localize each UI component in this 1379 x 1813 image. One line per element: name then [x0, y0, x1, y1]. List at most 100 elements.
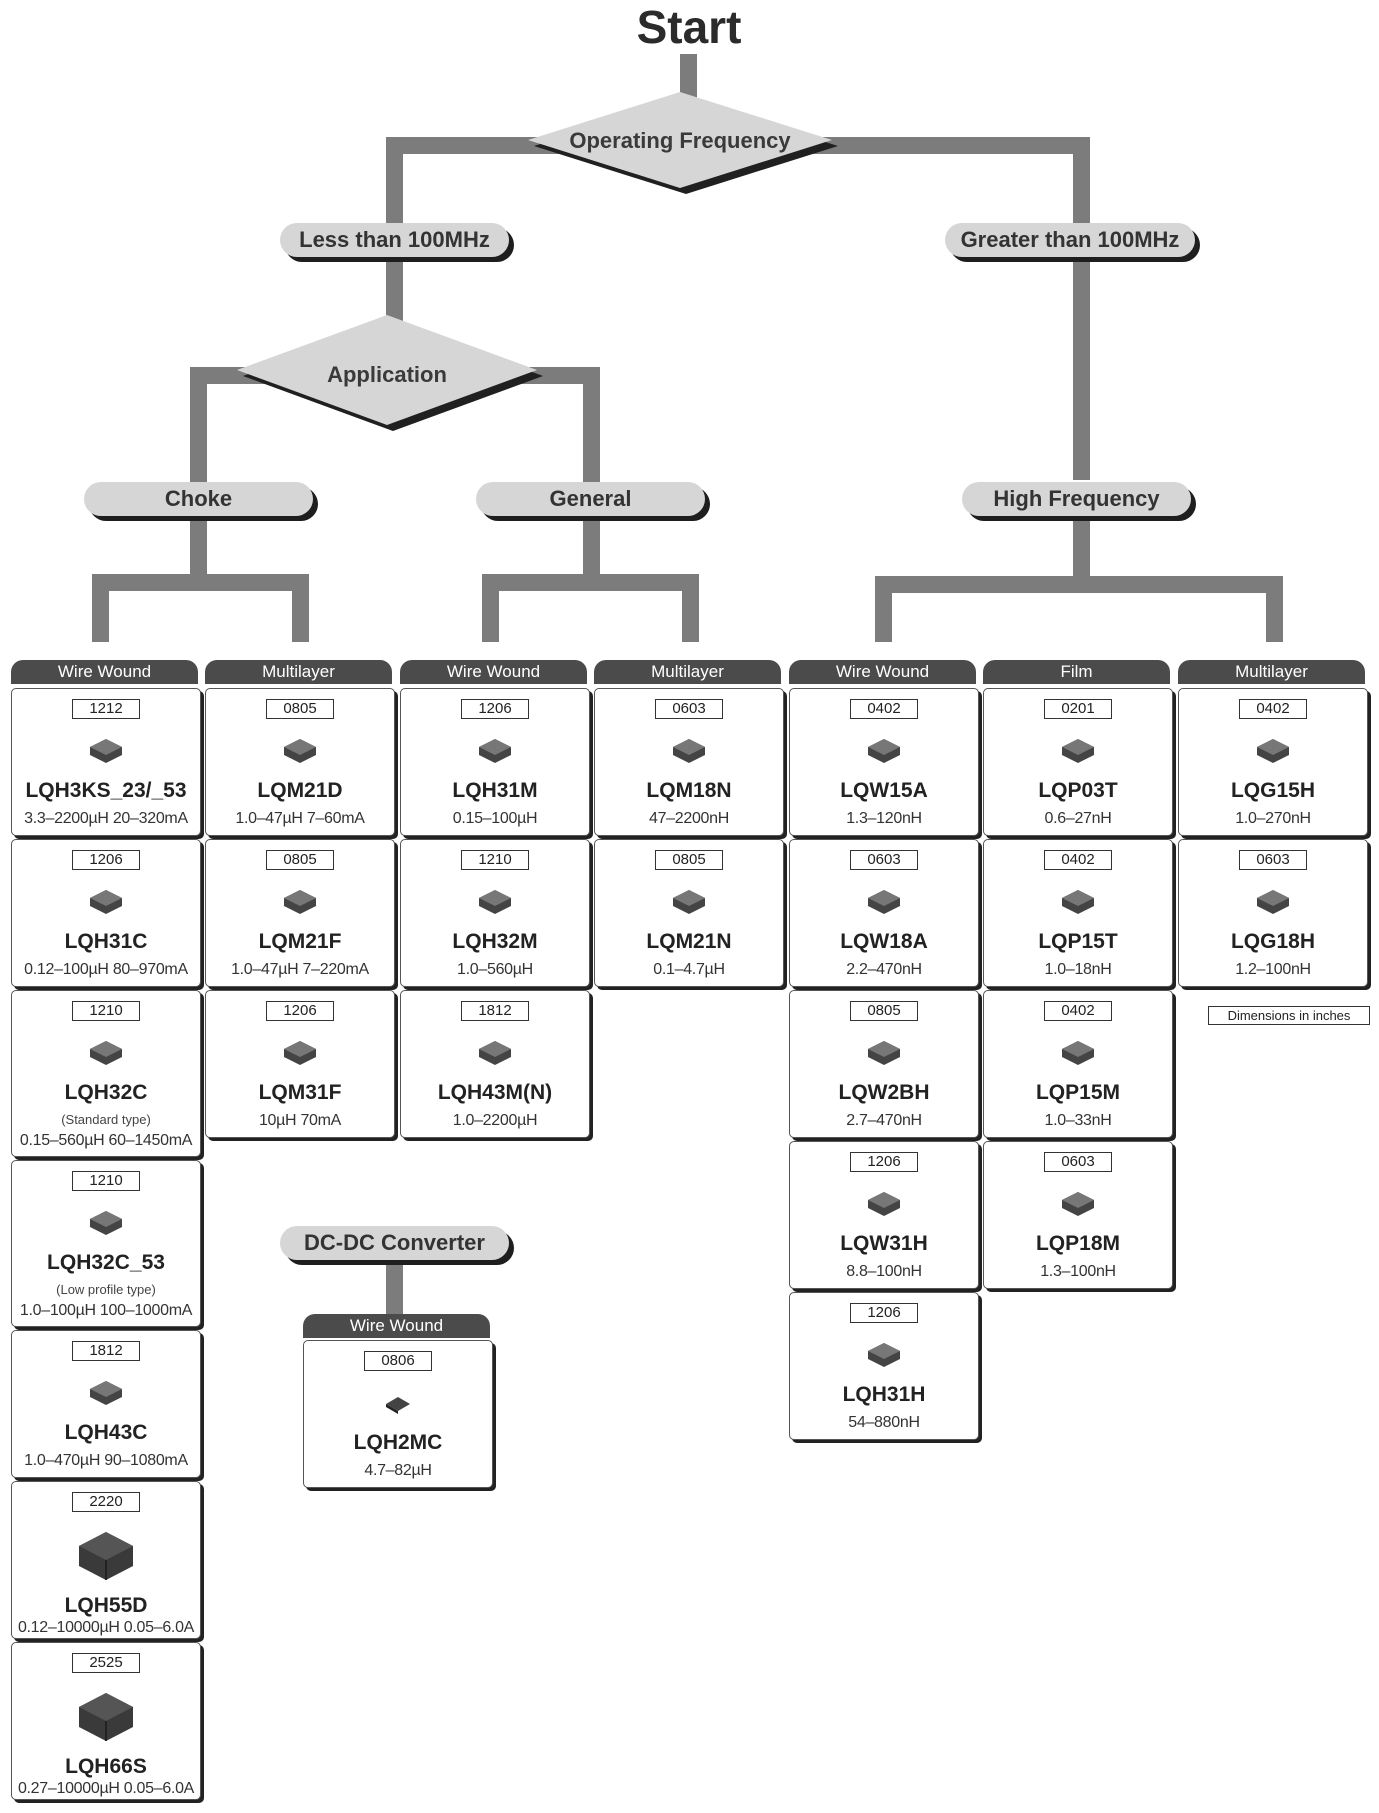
product-name: LQW18A	[840, 930, 928, 953]
size-code: 0603	[1044, 1152, 1112, 1172]
component-image	[868, 1343, 900, 1367]
product-spec: 1.0–270nH	[1235, 810, 1311, 827]
product-name: LQH32M	[452, 930, 538, 953]
product-spec: 2.7–470nH	[846, 1112, 922, 1129]
component-image	[79, 1693, 133, 1741]
category-header: Multilayer	[594, 660, 781, 684]
component-image	[1062, 1041, 1094, 1065]
size-code: 2220	[72, 1492, 140, 1512]
product-spec: 0.15–560µH 60–1450mA	[19, 1132, 193, 1149]
product-spec: 1.2–100nH	[1235, 961, 1311, 978]
component-image	[90, 1381, 122, 1405]
component-image	[386, 1397, 410, 1414]
product-name: LQH31H	[842, 1383, 926, 1406]
size-code: 1206	[461, 699, 529, 719]
product-spec: 0.1–4.7µH	[653, 961, 725, 978]
product-spec: 54–880nH	[848, 1414, 920, 1431]
component-image	[284, 739, 316, 763]
size-code: 0805	[850, 1001, 918, 1021]
start-title: Start	[636, 1, 742, 53]
size-code: 0201	[1044, 699, 1112, 719]
product-name: LQH66S	[65, 1755, 147, 1778]
size-code: 1812	[72, 1341, 140, 1361]
size-code: 0603	[850, 850, 918, 870]
branch-general: General	[476, 482, 705, 516]
product-name: LQH43M(N)	[437, 1081, 553, 1104]
size-code: 1206	[72, 850, 140, 870]
branch-high-frequency: High Frequency	[962, 482, 1191, 516]
product-spec: 1.3–120nH	[846, 810, 922, 827]
branch-dcdc-converter: DC-DC Converter	[280, 1226, 509, 1260]
product-spec: 1.0–47µH 7–60mA	[235, 810, 365, 827]
product-spec: 4.7–82µH	[364, 1462, 432, 1479]
product-name: LQH55D	[64, 1594, 148, 1617]
component-image	[868, 890, 900, 914]
component-image	[479, 739, 511, 763]
size-code: 0805	[655, 850, 723, 870]
category-header: Wire Wound	[400, 660, 587, 684]
size-code: 0806	[364, 1351, 432, 1371]
component-image	[90, 1041, 122, 1065]
size-code: 0805	[266, 850, 334, 870]
product-name: LQP18M	[1035, 1232, 1121, 1255]
product-name: LQH32C	[64, 1081, 148, 1104]
component-image	[90, 1211, 122, 1235]
dcdc-category-header: Wire Wound	[303, 1314, 490, 1338]
size-code: 1212	[72, 699, 140, 719]
product-name: LQM21F	[258, 930, 342, 953]
size-code: 0402	[850, 699, 918, 719]
product-spec: 1.3–100nH	[1040, 1263, 1116, 1280]
component-image	[868, 1041, 900, 1065]
size-code: 1210	[72, 1001, 140, 1021]
product-spec: 1.0–2200µH	[452, 1112, 538, 1129]
size-code: 1206	[850, 1303, 918, 1323]
product-card-lqh2mc[interactable]: 0806 LQH2MC 4.7–82µH	[303, 1340, 493, 1488]
product-spec: 8.8–100nH	[846, 1263, 922, 1280]
product-spec: 1.0–470µH 90–1080mA	[24, 1452, 188, 1469]
component-image	[1062, 1192, 1094, 1216]
product-spec: 1.0–100µH 100–1000mA	[19, 1302, 193, 1319]
component-image	[868, 739, 900, 763]
product-name: LQG15H	[1230, 779, 1316, 802]
category-header: Wire Wound	[11, 660, 198, 684]
size-code: 0805	[266, 699, 334, 719]
size-code: 1812	[461, 1001, 529, 1021]
category-header: Wire Wound	[789, 660, 976, 684]
product-spec: 2.2–470nH	[846, 961, 922, 978]
category-header: Multilayer	[1178, 660, 1365, 684]
size-code: 0402	[1239, 699, 1307, 719]
product-spec: 10µH 70mA	[258, 1112, 342, 1129]
component-image	[79, 1532, 133, 1580]
component-image	[1062, 739, 1094, 763]
component-image	[1257, 890, 1289, 914]
product-spec: 1.0–47µH 7–220mA	[231, 961, 369, 978]
branch-less-than-100mhz: Less than 100MHz	[280, 223, 509, 257]
size-code: 1206	[850, 1152, 918, 1172]
